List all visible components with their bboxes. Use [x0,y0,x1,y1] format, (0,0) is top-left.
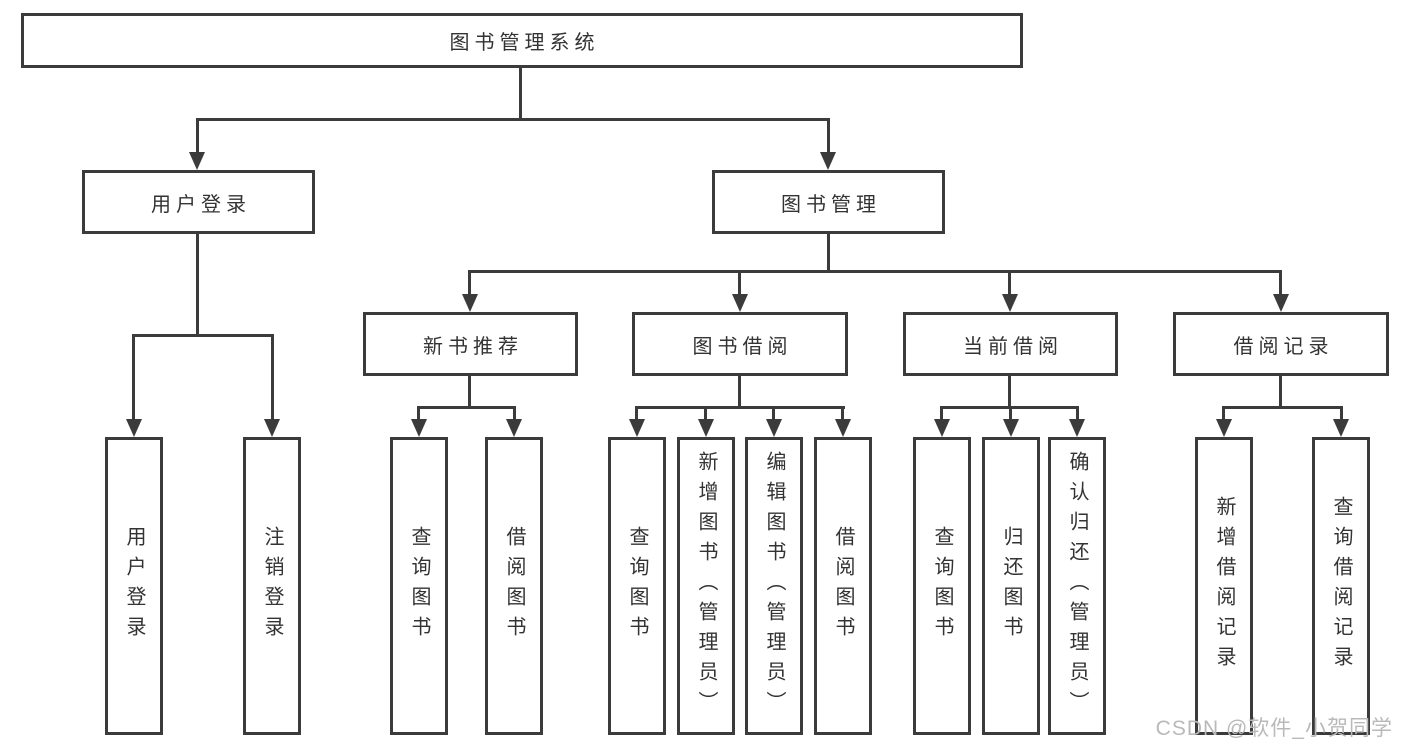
arrowhead [1069,419,1085,437]
arrowhead [629,419,645,437]
connector-line [417,406,420,421]
csdn-watermark: CSDN @软件_小贺同学 [1155,717,1393,740]
node-user-login: 用户登录 [82,170,315,234]
connector-line [704,406,707,421]
connector-line [196,118,830,121]
arrowhead [820,152,836,170]
leaf-logout: 注销登录 [243,437,301,735]
arrowhead [462,294,478,312]
connector-line [513,406,516,421]
leaf-return-book: 归还图书 [982,437,1040,735]
connector-line [1340,406,1343,421]
arrowhead [1333,419,1349,437]
connector-line [196,234,199,337]
leaf-query-books-current: 查询图书 [913,437,971,735]
arrowhead [934,419,950,437]
leaf-query-borrow-record: 查询借阅记录 [1312,437,1370,735]
connector-line [1279,376,1282,409]
connector-line [196,118,199,154]
arrowhead [126,419,142,437]
connector-line [519,68,522,120]
arrowhead [835,419,851,437]
arrowhead [506,419,522,437]
connector-line [1009,406,1012,421]
node-root-system: 图书管理系统 [21,13,1023,68]
connector-line [1222,406,1225,421]
leaf-query-books-recommend: 查询图书 [390,437,448,735]
arrowhead [732,294,748,312]
leaf-user-login: 用户登录 [105,437,163,735]
node-book-management: 图书管理 [712,170,945,234]
connector-line [1076,406,1079,421]
arrowhead [698,419,714,437]
connector-line [132,334,135,421]
connector-line [468,376,471,409]
connector-line [271,334,274,421]
connector-line [1008,376,1011,409]
node-current-borrowing: 当前借阅 [903,312,1118,376]
connector-line [132,334,274,337]
connector-line [940,406,943,421]
leaf-borrow-books-recommend: 借阅图书 [485,437,543,735]
connector-line [738,376,741,409]
connector-line [1279,270,1282,296]
leaf-confirm-return-admin: 确认归还（管理员） [1048,437,1106,735]
leaf-edit-book-admin: 编辑图书（管理员） [745,437,803,735]
node-book-borrowing: 图书借阅 [632,312,848,376]
connector-line [468,270,471,296]
arrowhead [1216,419,1232,437]
connector-line [841,406,844,421]
connector-line [772,406,775,421]
node-borrowing-records: 借阅记录 [1173,312,1389,376]
arrowhead [411,419,427,437]
connector-line [1008,270,1011,296]
connector-line [468,270,1282,273]
connector-line [1222,406,1343,409]
connector-line [417,406,516,409]
arrowhead [1003,419,1019,437]
connector-line [827,118,830,154]
connector-line [827,234,830,273]
connector-line [635,406,638,421]
arrowhead [264,419,280,437]
leaf-query-books-borrowing: 查询图书 [608,437,666,735]
leaf-add-borrow-record: 新增借阅记录 [1195,437,1253,735]
connector-line [635,406,845,409]
arrowhead [189,152,205,170]
arrowhead [766,419,782,437]
leaf-add-book-admin: 新增图书（管理员） [677,437,735,735]
arrowhead [1002,294,1018,312]
leaf-borrow-books: 借阅图书 [814,437,872,735]
node-new-book-recommend: 新书推荐 [363,312,578,376]
arrowhead [1273,294,1289,312]
connector-line [738,270,741,296]
